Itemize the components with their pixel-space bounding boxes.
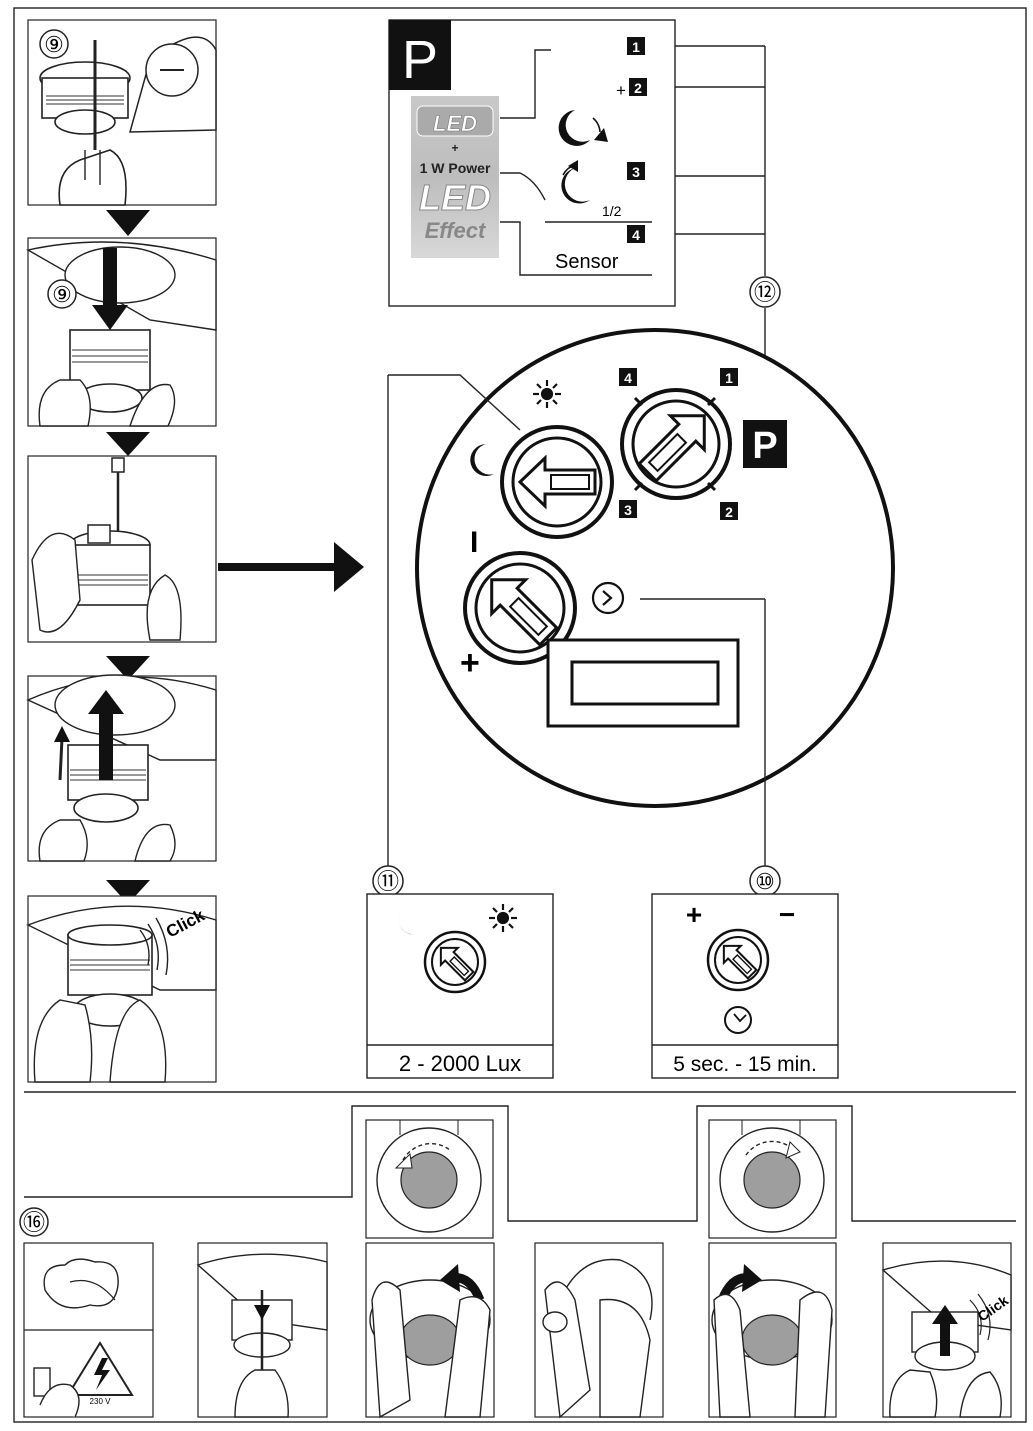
lux-sun-icon [489, 904, 517, 932]
lux-dial[interactable] [500, 425, 614, 539]
down-arrow-icon [106, 210, 150, 236]
position-4-label: 4 [632, 227, 640, 243]
control-circle: 4 1 3 2 P I + [415, 328, 895, 808]
dial-pos-3-label: 3 [624, 502, 632, 518]
step-number-10: ⑩ [755, 869, 775, 894]
step-panel-insert: ⑨ [26, 237, 217, 427]
time-plus-label: + [686, 899, 702, 930]
position-1-label: 1 [632, 39, 640, 55]
rotate-right-detail [708, 1119, 837, 1239]
step-number-12: ⑫ [754, 280, 776, 305]
step-number-16: ⑯ [23, 1210, 45, 1235]
position-4-box [627, 225, 645, 243]
bottom-panel-twist-right [708, 1242, 837, 1418]
minus-sign: I [470, 526, 478, 559]
bottom-panel-clean-power: 230 V [23, 1242, 154, 1418]
dial-pos-1-label: 1 [725, 370, 733, 386]
step-panel-click: Click [26, 895, 217, 1083]
down-arrow-icon-3 [106, 656, 150, 680]
position-2-label: 2 [634, 80, 642, 96]
dial-pos-2-label: 2 [725, 504, 733, 520]
voltage-label: 230 V [90, 1397, 112, 1406]
step-number-11: ⑪ [377, 869, 399, 894]
time-minus-label: − [779, 899, 795, 930]
timer-icon [591, 581, 625, 615]
moon-rotate-icon [558, 110, 590, 146]
position-3-box [627, 162, 645, 180]
lux-knob-icon [423, 930, 487, 994]
time-clock-icon [724, 1006, 752, 1034]
led-small-label: LED [433, 111, 477, 136]
down-arrow-icon-2 [106, 432, 150, 456]
bottom-panel-screwdriver [196, 1242, 328, 1418]
program-panel: P LED + 1 W Power LED Effect 1/2 Sensor … [388, 19, 766, 307]
bottom-panel-click: Click [881, 1242, 1012, 1418]
program-p-badge [743, 420, 787, 468]
page-frame [13, 7, 1027, 1423]
led-plus-label: + [451, 141, 458, 155]
plus-sign: + [460, 644, 480, 682]
step-panel-adjust [27, 455, 217, 643]
led-large-label: LED [419, 177, 491, 218]
step-panel-unscrew: ⑨ [27, 19, 217, 206]
lux-range-label: 2 - 2000 Lux [399, 1051, 521, 1076]
program-p-label: P [402, 30, 438, 90]
program-dial[interactable] [620, 388, 732, 500]
dial-pos-4-box [619, 368, 637, 386]
step-panel-remove [26, 674, 217, 862]
sun-icon [533, 380, 561, 408]
step-number-9-second: ⑨ [52, 282, 72, 307]
moon-icon [470, 444, 494, 476]
time-knob-icon [706, 928, 770, 992]
program-p-box [389, 20, 451, 90]
position-2-box [629, 78, 647, 96]
time-panel: + − 5 sec. - 15 min. [651, 893, 839, 1079]
down-arrow-icon-4 [106, 880, 150, 904]
program-p-badge-label: P [752, 425, 777, 467]
bottom-connector [24, 1105, 1016, 1222]
step-number-9: ⑨ [44, 32, 64, 57]
position-1-box [627, 37, 645, 55]
dial-pos-2-box [720, 502, 738, 520]
position-plus-label: + [616, 81, 626, 100]
dial-pos-3-box [619, 500, 637, 518]
time-range-label: 5 sec. - 15 min. [673, 1053, 817, 1076]
right-arrow-icon [218, 542, 364, 592]
dial-pos-4-label: 4 [624, 370, 632, 386]
position-3-label: 3 [632, 164, 640, 180]
bottom-panel-clean-lens [534, 1242, 664, 1419]
power-label: 1 W Power [420, 160, 491, 176]
time-dial[interactable] [463, 551, 577, 665]
effect-label: Effect [425, 218, 487, 243]
rotate-left-detail [365, 1119, 494, 1239]
half-label: 1/2 [602, 203, 622, 219]
bottom-panel-twist-left [365, 1242, 495, 1419]
sensor-label: Sensor [555, 251, 619, 273]
dial-pos-1-box [720, 368, 738, 386]
lux-panel: 2 - 2000 Lux [366, 893, 554, 1079]
